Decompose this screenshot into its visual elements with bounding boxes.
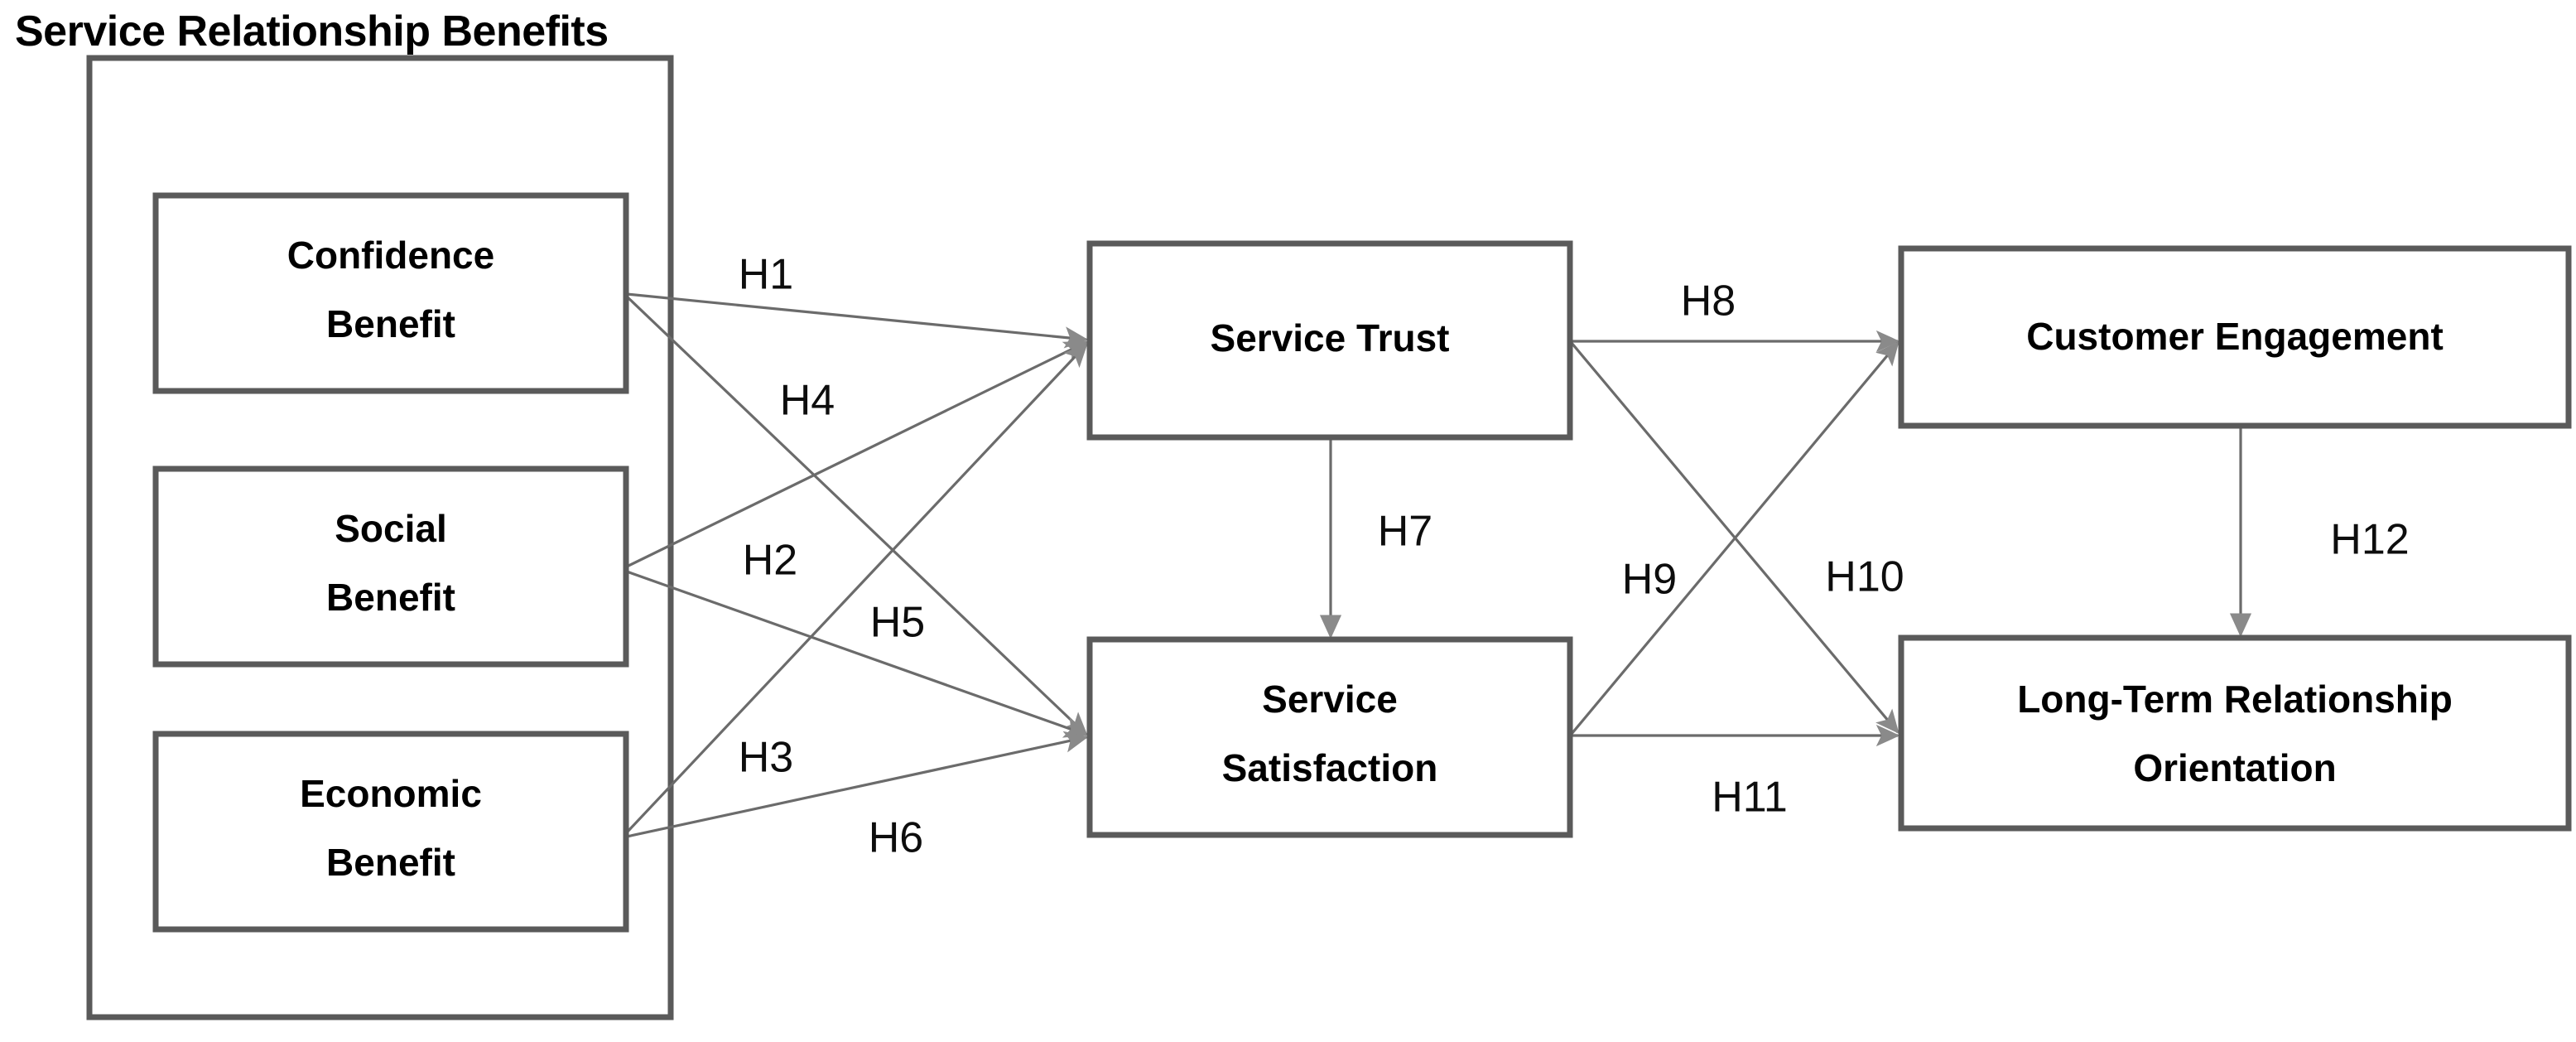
hypothesis-label-h8: H8 <box>1681 277 1736 326</box>
construct-label-line1: Social <box>335 507 447 550</box>
construct-label-line1: Service Trust <box>1211 316 1450 359</box>
hypothesis-label-h5: H5 <box>870 599 925 647</box>
hypothesis-label-h4: H4 <box>780 377 835 425</box>
hypothesis-label-h6: H6 <box>869 814 923 862</box>
hypothesis-label-h1: H1 <box>739 251 793 299</box>
hypothesis-label-h11: H11 <box>1712 774 1788 822</box>
path-h3 <box>625 343 1088 834</box>
hypothesis-label-h10: H10 <box>1825 553 1904 601</box>
construct-customer-engagement[interactable]: Customer Engagement <box>1898 245 2572 429</box>
hypothesis-label-h7: H7 <box>1378 508 1432 556</box>
construct-service-trust[interactable]: Service Trust <box>1086 240 1573 441</box>
construct-service-satisfaction[interactable]: Service Satisfaction <box>1086 636 1573 838</box>
construct-long-term-relationship-orientation[interactable]: Long-Term Relationship Orientation <box>1898 634 2572 832</box>
construct-label-line2: Orientation <box>2133 746 2336 789</box>
path-h2 <box>626 340 1089 568</box>
construct-label-line2: Benefit <box>326 302 455 345</box>
construct-label-line1: Economic <box>300 772 482 815</box>
page-title: Service Relationship Benefits <box>15 7 609 55</box>
construct-social-benefit[interactable]: Social Benefit <box>152 466 629 668</box>
service-relationship-benefits-frame <box>86 55 674 1020</box>
construct-confidence-benefit[interactable]: Confidence Benefit <box>152 192 629 394</box>
hypothesis-label-h12: H12 <box>2330 516 2409 564</box>
construct-label-line1: Service <box>1262 678 1398 721</box>
construct-economic-benefit[interactable]: Economic Benefit <box>152 731 629 933</box>
path-h1 <box>626 292 1089 349</box>
construct-label-line2: Satisfaction <box>1222 746 1438 789</box>
path-h6 <box>626 731 1089 838</box>
construct-label-line2: Benefit <box>326 841 455 884</box>
construct-label-line2: Benefit <box>326 576 455 619</box>
construct-label-line1: Confidence <box>287 234 494 277</box>
construct-label-line1: Customer Engagement <box>2026 315 2444 358</box>
hypothesis-label-h3: H3 <box>739 734 793 782</box>
hypothesis-label-h9: H9 <box>1622 556 1677 604</box>
path-h4 <box>625 295 1088 736</box>
path-h5 <box>626 570 1089 738</box>
hypothesis-label-h2: H2 <box>743 537 797 585</box>
construct-label-line1: Long-Term Relationship <box>2017 678 2453 721</box>
path-h9 <box>1570 341 1899 736</box>
